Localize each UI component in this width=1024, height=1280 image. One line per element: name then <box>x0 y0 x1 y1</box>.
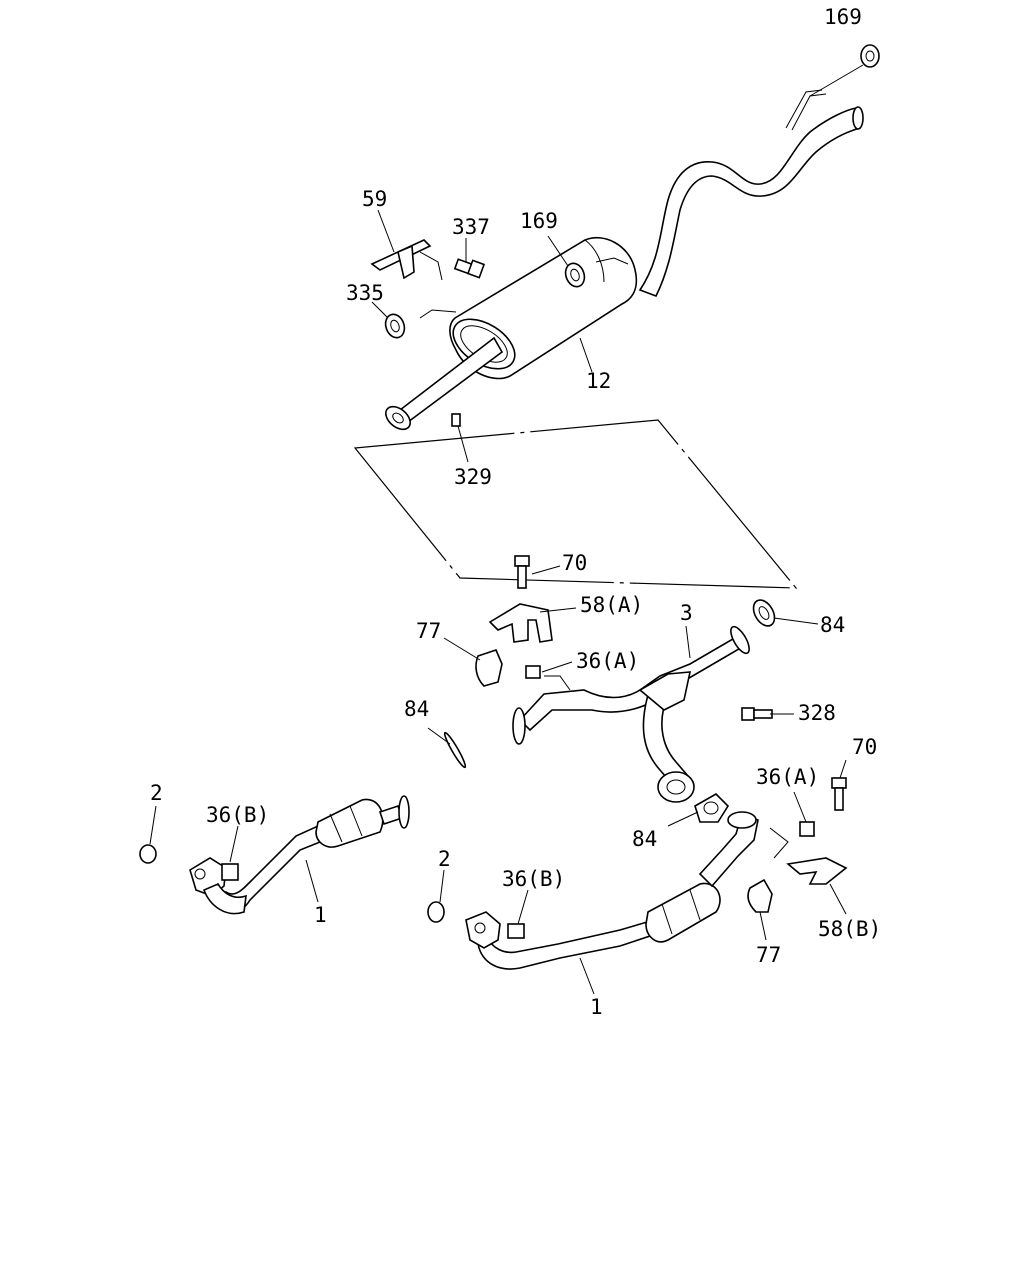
callout-335: 335 <box>346 281 384 305</box>
cushion-77-low <box>747 878 773 913</box>
bolt-328 <box>741 707 773 721</box>
rubber-hanger-335 <box>384 313 406 339</box>
tail-pipe-outlet <box>852 106 864 130</box>
o-ring-2-left <box>139 844 157 864</box>
bracket-58a <box>488 603 553 643</box>
nut-36b-left <box>221 863 239 881</box>
callout-84-mid: 84 <box>404 697 429 721</box>
bolt-70-top <box>514 555 530 589</box>
callout-169-mid: 169 <box>520 209 558 233</box>
right-manifold-flange <box>465 911 501 949</box>
muffler-inlet-flange <box>385 405 411 431</box>
right-converter-body <box>645 882 721 943</box>
callout-36a-top: 36(A) <box>576 649 639 673</box>
gasket-84-low <box>694 793 730 823</box>
left-converter-pipe <box>189 795 410 915</box>
tail-pipe <box>638 107 861 298</box>
right-converter-outlet-flange <box>727 811 757 829</box>
muffler-inlet-pipe <box>398 336 504 424</box>
gasket-84-mid <box>443 731 467 769</box>
o-ring-2-mid <box>427 901 445 923</box>
gasket-84-right <box>752 599 776 627</box>
callout-329: 329 <box>454 465 492 489</box>
bracket-58b <box>786 857 848 885</box>
left-converter-body <box>315 798 384 848</box>
y-pipe-flange <box>657 771 695 803</box>
callout-2-mid: 2 <box>438 847 451 871</box>
callout-12: 12 <box>586 369 611 393</box>
callout-70-right: 70 <box>852 735 877 759</box>
assembly-outline <box>353 419 798 589</box>
callout-59: 59 <box>362 187 387 211</box>
nut-36b-mid <box>507 923 525 939</box>
callout-3: 3 <box>680 601 693 625</box>
nut-36a-right <box>799 821 815 837</box>
callout-77-low: 77 <box>756 943 781 967</box>
callout-36b-left: 36(B) <box>206 803 269 827</box>
bolt-70-right <box>831 777 847 811</box>
muffler-hanger-rear <box>595 257 629 265</box>
callout-337: 337 <box>452 215 490 239</box>
callout-70-top: 70 <box>562 551 587 575</box>
callout-1-mid: 1 <box>590 995 603 1019</box>
muffler-assembly <box>385 89 864 431</box>
leader-lines <box>149 64 864 995</box>
callout-1-left: 1 <box>314 903 327 927</box>
callout-58a: 58(A) <box>580 593 643 617</box>
rubber-hanger-169-top <box>860 44 880 68</box>
y-pipe-junction <box>638 671 692 711</box>
callout-77-top: 77 <box>416 619 441 643</box>
callout-2-left: 2 <box>150 781 163 805</box>
callout-84-right: 84 <box>820 613 845 637</box>
rubber-hanger-169-mid <box>564 262 586 288</box>
front-pipe-outlet-flange <box>730 625 750 655</box>
callout-169-top: 169 <box>824 5 862 29</box>
callout-328: 328 <box>798 701 836 725</box>
callout-36b-mid: 36(B) <box>502 867 565 891</box>
front-pipe-flange <box>512 707 526 745</box>
clip-329 <box>451 413 461 427</box>
callout-84-low: 84 <box>632 827 657 851</box>
left-converter-outlet-flange <box>398 795 410 829</box>
callout-58b: 58(B) <box>818 917 881 941</box>
bolt-337 <box>453 258 486 279</box>
muffler-hanger-front <box>419 309 457 319</box>
right-converter-pipe <box>465 811 759 970</box>
bracket-59 <box>370 239 443 281</box>
tail-hanger-rod <box>785 89 823 129</box>
nut-36a-top <box>525 665 541 679</box>
cushion-77-top <box>475 649 503 687</box>
callout-36a-right: 36(A) <box>756 765 819 789</box>
front-pipe-3 <box>512 625 750 803</box>
